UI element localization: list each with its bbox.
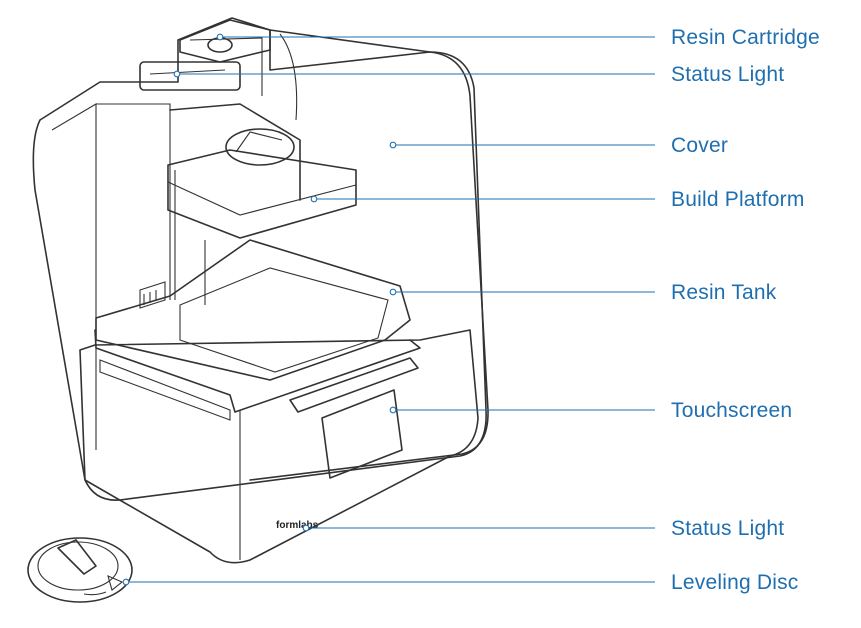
- leader-build-platform: [310, 195, 655, 203]
- label-touchscreen: Touchscreen: [671, 399, 793, 422]
- leader-touchscreen: [389, 406, 655, 414]
- printer-back-housing: [32, 17, 487, 501]
- leader-status-light-bottom: [302, 524, 655, 532]
- leveling-disc: [27, 537, 133, 603]
- build-platform: [167, 103, 357, 305]
- label-resin-tank: Resin Tank: [671, 281, 777, 304]
- leader-resin-tank: [389, 288, 655, 296]
- leader-status-light-top: [173, 70, 655, 78]
- leader-cover: [389, 141, 655, 149]
- svg-text:formlabs: formlabs: [276, 520, 319, 531]
- label-status-light-top: Status Light: [671, 63, 785, 86]
- leader-resin-cartridge: [216, 33, 655, 41]
- resin-cartridge: [139, 19, 271, 91]
- cover: [249, 29, 489, 481]
- resin-tank: [95, 239, 411, 381]
- label-resin-cartridge: Resin Cartridge: [671, 26, 820, 49]
- label-leveling-disc: Leveling Disc: [671, 571, 799, 594]
- leader-lines: [122, 33, 655, 586]
- touchscreen: [321, 389, 403, 479]
- label-build-platform: Build Platform: [671, 188, 805, 211]
- leader-leveling-disc: [122, 578, 655, 586]
- label-status-light-bottom: Status Light: [671, 517, 785, 540]
- label-cover: Cover: [671, 134, 729, 157]
- printer-base: formlabs: [79, 329, 479, 564]
